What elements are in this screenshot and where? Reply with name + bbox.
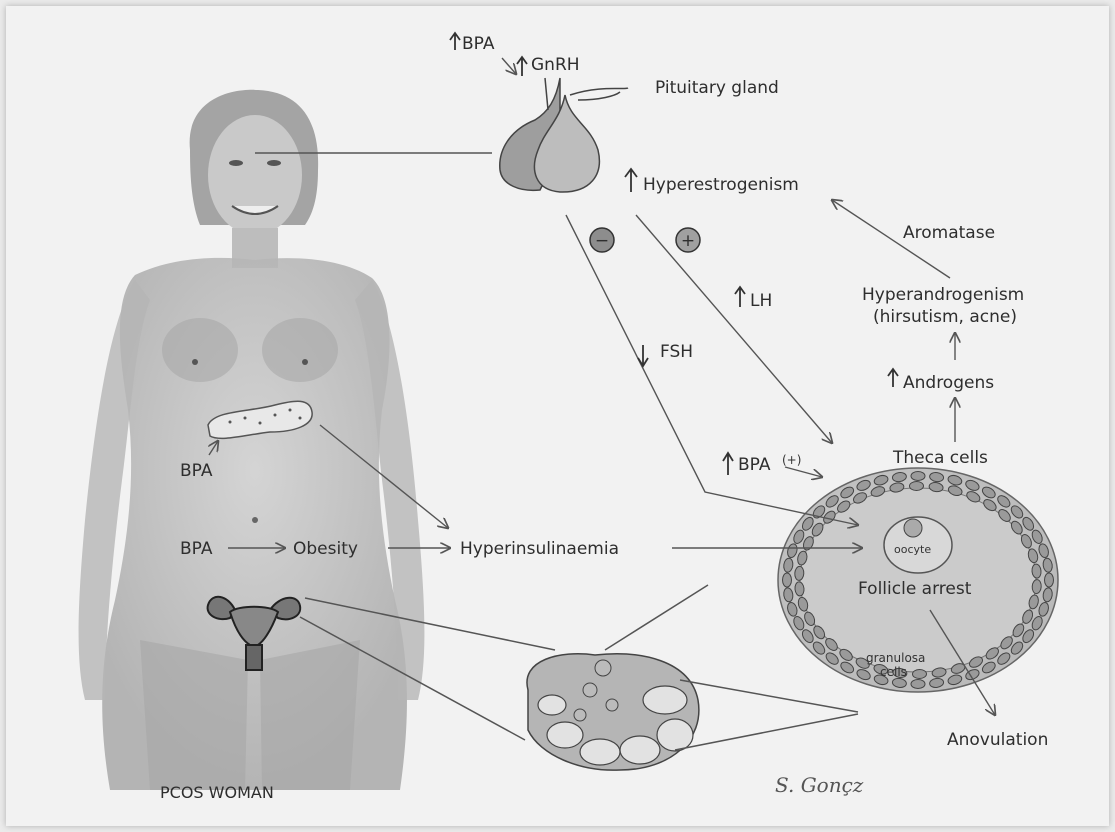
- increase-indicators: [450, 33, 898, 475]
- label-hyperestrogenism: Hyperestrogenism: [643, 175, 799, 195]
- label-fsh: FSH: [660, 342, 693, 362]
- ovary-drawing: [527, 654, 699, 770]
- woman-figure: [79, 90, 425, 790]
- label-hyperinsulinaemia: Hyperinsulinaemia: [460, 539, 619, 559]
- label-bpa-follicle-sign: (+): [782, 453, 801, 467]
- granulosa-cell: [909, 481, 923, 490]
- label-theca-cells: Theca cells: [892, 448, 988, 468]
- plus-feedback-icon: +: [676, 228, 700, 252]
- label-lh: LH: [750, 291, 772, 311]
- label-oocyte: oocyte: [894, 543, 931, 556]
- minus-sign: −: [595, 231, 609, 251]
- plus-sign: +: [681, 231, 695, 251]
- granulosa-cell: [912, 669, 926, 678]
- label-granulosa-cells: cells: [880, 665, 907, 679]
- label-bpa-follicle: BPA: [738, 455, 771, 475]
- label-pcos-woman: PCOS WOMAN: [160, 783, 274, 802]
- granulosa-cell: [911, 472, 925, 481]
- artist-signature: S. Gonçz: [775, 773, 864, 797]
- granulosa-cell: [1045, 573, 1054, 587]
- label-hirsutism-acne: (hirsutism, acne): [873, 307, 1017, 327]
- pituitary-gland-drawing: [500, 78, 628, 192]
- granulosa-cell: [911, 680, 925, 689]
- label-aromatase: Aromatase: [903, 223, 995, 243]
- label-androgens: Androgens: [903, 373, 994, 393]
- label-obesity: Obesity: [293, 539, 358, 559]
- label-anovulation: Anovulation: [947, 730, 1048, 750]
- label-hyperandrogenism: Hyperandrogenism: [862, 285, 1024, 305]
- label-bpa-pancreas: BPA: [180, 461, 213, 481]
- label-granulosa: granulosa: [866, 651, 925, 665]
- label-pituitary: Pituitary gland: [655, 78, 779, 98]
- label-follicle-arrest: Follicle arrest: [858, 579, 972, 599]
- label-gnrh: GnRH: [531, 55, 580, 75]
- granulosa-cell: [783, 573, 792, 587]
- face-shape: [208, 115, 302, 235]
- minus-feedback-icon: −: [590, 228, 614, 252]
- label-bpa-top: BPA: [462, 34, 495, 54]
- label-bpa-obesity: BPA: [180, 539, 213, 559]
